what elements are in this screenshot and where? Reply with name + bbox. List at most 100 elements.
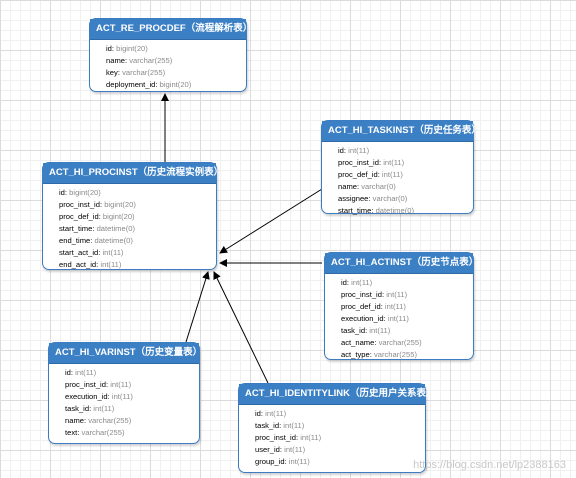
field-row: task_id: int(11): [341, 325, 473, 337]
entity-act-re-procdef[interactable]: ACT_RE_PROCDEF（流程解析表）id: bigint(20)name:…: [89, 18, 252, 92]
entity-act-hi-identitylink[interactable]: ACT_HI_IDENTITYLINK（历史用户关系表）id: int(11)t…: [238, 383, 436, 473]
field-row: id: int(11): [338, 145, 473, 157]
field-name: task_id: [341, 326, 366, 335]
field-separator: :: [64, 188, 70, 197]
field-type: int(11): [381, 170, 403, 179]
field-separator: :: [77, 428, 82, 437]
field-separator: :: [111, 44, 117, 53]
field-row: proc_inst_id: int(11): [255, 432, 425, 444]
field-name: start_time: [59, 224, 93, 233]
entity-field-list: id: int(11)proc_inst_id: int(11)executio…: [49, 364, 199, 441]
field-name: name: [338, 182, 357, 191]
field-row: name: varchar(0): [338, 181, 473, 193]
field-name: end_time: [59, 236, 91, 245]
entity-act-hi-taskinst[interactable]: ACT_HI_TASKINST（历史任务表）id: int(11)proc_in…: [321, 120, 481, 217]
field-separator: :: [346, 278, 352, 287]
field-type: int(11): [265, 409, 287, 418]
field-separator: :: [98, 212, 103, 221]
field-type: bigint(20): [102, 212, 135, 221]
field-separator: :: [125, 56, 130, 65]
entity-field-list: id: int(11)proc_inst_id: int(11)proc_def…: [325, 274, 473, 363]
field-separator: :: [92, 224, 97, 233]
field-type: int(11): [369, 326, 391, 335]
field-type: int(11): [110, 380, 132, 389]
field-row: start_time: datetime(0): [338, 205, 473, 217]
field-row: text: varchar(255): [65, 427, 199, 439]
field-name: deployment_id: [106, 80, 156, 89]
field-type: varchar(255): [122, 68, 166, 77]
field-type: int(11): [284, 445, 306, 454]
field-type: bigint(20): [159, 80, 192, 89]
field-type: datetime(0): [96, 224, 135, 233]
field-type: int(11): [351, 278, 373, 287]
field-type: int(11): [348, 146, 370, 155]
entity-field-list: id: bigint(20)proc_inst_id: bigint(20)pr…: [43, 184, 216, 273]
field-separator: :: [98, 248, 103, 257]
field-separator: :: [90, 236, 95, 245]
field-separator: :: [70, 368, 76, 377]
entity-title: ACT_HI_TASKINST（历史任务表）: [322, 121, 481, 142]
field-type: varchar(255): [373, 350, 418, 359]
field-separator: :: [369, 350, 374, 359]
field-type: varchar(255): [81, 428, 125, 437]
field-name: user_id: [255, 445, 280, 454]
field-type: int(11): [383, 158, 405, 167]
field-row: key: varchar(255): [106, 67, 246, 79]
field-row: id: int(11): [255, 408, 425, 420]
entity-title: ACT_HI_PROCINST（历史流程实例表）: [43, 163, 223, 184]
field-separator: :: [374, 338, 379, 347]
field-separator: :: [99, 200, 105, 209]
field-name: id: [59, 188, 65, 197]
field-name: group_id: [255, 457, 285, 466]
field-row: assignee: varchar(0): [338, 193, 473, 205]
field-separator: :: [260, 409, 266, 418]
field-name: id: [106, 44, 112, 53]
field-type: int(11): [386, 290, 408, 299]
link-taskinst-to-procinst: [219, 188, 323, 254]
field-type: int(11): [93, 404, 115, 413]
field-row: proc_def_id: int(11): [338, 169, 473, 181]
field-type: int(11): [387, 314, 409, 323]
field-row: user_id: int(11): [255, 444, 425, 456]
field-name: task_id: [255, 421, 280, 430]
field-separator: :: [371, 206, 376, 215]
entity-act-hi-varinst[interactable]: ACT_HI_VARINST（历史变量表）id: int(11) proc_ins…: [48, 342, 202, 444]
watermark: https://blog.csdn.net/lp2388163: [413, 459, 566, 471]
entity-act-hi-actinst[interactable]: ACT_HI_ACTINST（历史节点表）id: int(11)proc_ins…: [324, 252, 478, 363]
field-type: bigint(20): [69, 188, 101, 197]
field-separator: :: [105, 380, 111, 389]
field-row: id: int(11): [341, 277, 473, 289]
field-name: id: [338, 146, 344, 155]
field-row: name: varchar(255): [106, 55, 246, 67]
field-separator: :: [89, 404, 94, 413]
field-separator: :: [380, 302, 385, 311]
field-separator: :: [284, 457, 289, 466]
entity-act-hi-procinst[interactable]: ACT_HI_PROCINST（历史流程实例表）id: bigint(20)pr…: [42, 162, 223, 273]
field-type: varchar(0): [372, 194, 408, 203]
field-name: end_act_id: [59, 260, 97, 269]
field-row: proc_inst_id: bigint(20): [59, 199, 216, 211]
field-separator: :: [365, 326, 370, 335]
entity-title: ACT_HI_VARINST（历史变量表）: [49, 343, 202, 364]
field-row: end_act_id: int(11): [59, 259, 216, 271]
entity-title: ACT_HI_ACTINST（历史节点表）: [325, 253, 478, 274]
entity-title: ACT_HI_IDENTITYLINK（历史用户关系表）: [239, 384, 436, 405]
field-separator: :: [381, 290, 387, 299]
field-separator: :: [377, 170, 382, 179]
field-separator: :: [295, 433, 301, 442]
field-type: datetime(0): [94, 236, 133, 245]
field-separator: :: [279, 445, 285, 454]
field-separator: :: [383, 314, 388, 323]
field-name: name: [106, 56, 125, 65]
field-name: proc_inst_id: [65, 380, 106, 389]
field-row: id: bigint(20): [59, 187, 216, 199]
field-row: id: bigint(20): [106, 43, 246, 55]
field-row: execution_id: int(11): [341, 313, 473, 325]
field-separator: :: [117, 68, 123, 77]
field-row: deployment_id: bigint(20): [106, 79, 246, 91]
field-row: start_time: datetime(0): [59, 223, 216, 235]
field-name: id: [255, 409, 261, 418]
field-name: id: [341, 278, 347, 287]
field-name: id: [65, 368, 71, 377]
